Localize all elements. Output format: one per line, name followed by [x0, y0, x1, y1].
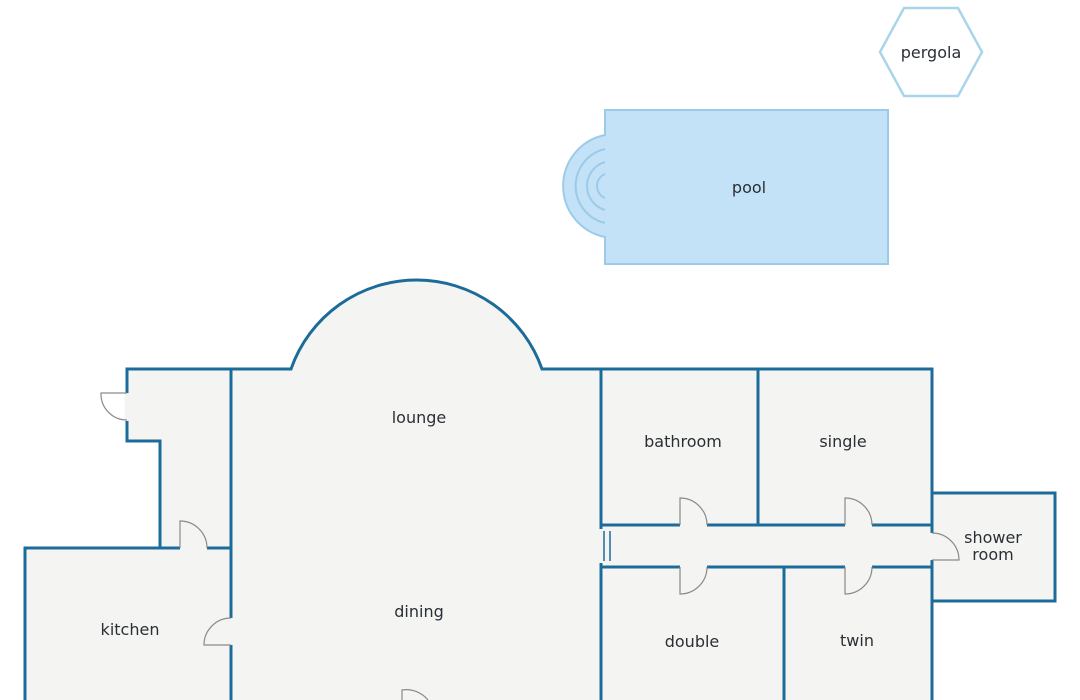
pool-step-3	[596, 173, 606, 199]
pool-step-2	[586, 161, 606, 211]
kitchen-label: kitchen	[101, 620, 160, 639]
pergola: pergola	[878, 6, 984, 98]
shower-room-label-line2: room	[972, 545, 1013, 564]
twin-label: twin	[840, 631, 874, 650]
lounge-dining-outline	[125, 278, 603, 700]
pool-basin	[562, 109, 889, 265]
dining-label: dining	[394, 602, 443, 621]
doors	[100, 392, 960, 700]
corridor-door	[179, 520, 208, 549]
pool-label: pool	[732, 178, 766, 197]
shower-room-door	[931, 532, 960, 561]
double-door	[679, 566, 708, 595]
single-door	[844, 497, 873, 526]
dining-door	[401, 689, 429, 700]
single-label: single	[819, 432, 866, 451]
shower-room-outline	[930, 491, 1057, 603]
kitchen-door	[203, 617, 232, 646]
shower-room-label-line1: shower	[964, 528, 1022, 547]
pool-step-1	[574, 148, 606, 224]
twin-door	[844, 566, 873, 595]
bathroom-label: bathroom	[644, 432, 722, 451]
interior-walls	[229, 369, 932, 700]
pergola-outline	[878, 6, 984, 98]
pergola-label: pergola	[901, 43, 962, 62]
lounge-label: lounge	[392, 408, 447, 427]
entry-door	[100, 392, 128, 421]
pool: pool	[562, 109, 889, 265]
bathroom-door	[679, 497, 708, 526]
double-label: double	[665, 632, 720, 651]
bedroom-wing-outline	[599, 367, 934, 700]
